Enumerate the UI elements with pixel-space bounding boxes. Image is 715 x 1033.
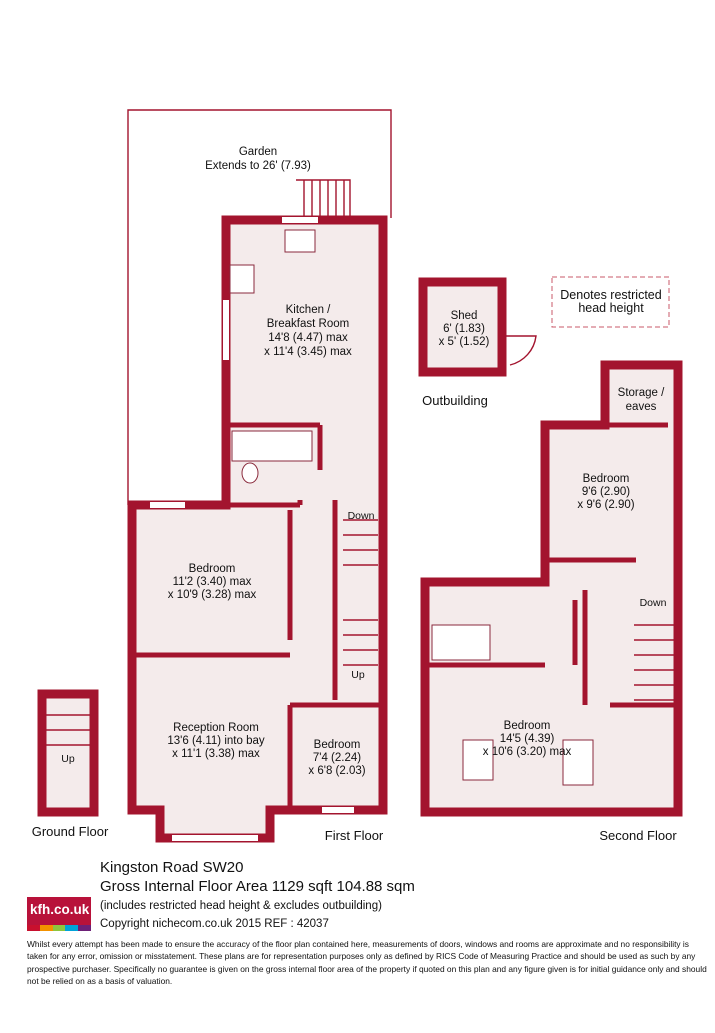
kitchen-label: Kitchen /: [286, 304, 332, 316]
bedroom-second-small-dims: 9'6 (2.90): [582, 486, 630, 498]
floor-plan: Garden Extends to 26' (7.93) Kitchen / B…: [32, 109, 683, 843]
stair-down-first: Down: [348, 510, 375, 522]
second-floor-partitions: [425, 422, 678, 708]
floor-label-outbuilding: Outbuilding: [422, 393, 488, 408]
address: Kingston Road SW20: [100, 859, 244, 876]
bedroom-second-small-dims-2: x 9'6 (2.90): [577, 499, 634, 511]
ground-floor-stairs: [46, 714, 90, 746]
ground-floor-walls: [37, 689, 99, 817]
floor-label-ground: Ground Floor: [32, 824, 109, 839]
logo-bar: [39, 925, 53, 931]
shed-dims-2: x 5' (1.52): [439, 336, 490, 348]
first-floor-stairs: [343, 519, 378, 666]
gross-internal-area: Gross Internal Floor Area 1129 sqft 104.…: [100, 878, 415, 895]
kfh-logo: kfh.co.uk: [27, 897, 91, 931]
logo-bar: [27, 925, 40, 931]
bedroom-second-large-dims: 14'5 (4.39): [500, 733, 555, 745]
bedroom-first-small-dims-2: x 6'8 (2.03): [308, 765, 365, 777]
shed-label: Shed: [451, 310, 478, 322]
storage-label: Storage /: [618, 387, 665, 399]
logo-bar: [65, 925, 79, 931]
logo-text: kfh.co.uk: [30, 902, 90, 917]
reception-dims-2: x 11'1 (3.38) max: [172, 748, 260, 760]
toilet: [241, 462, 259, 484]
storage-label-2: eaves: [626, 401, 657, 413]
legend-line-2: head height: [578, 301, 644, 315]
first-floor-windows: [150, 217, 354, 841]
stair-down-second: Down: [640, 597, 667, 609]
bath: [231, 430, 313, 462]
area-note: (includes restricted head height & exclu…: [100, 900, 382, 912]
shower: [431, 624, 491, 661]
bedroom-first-large-dims: 11'2 (3.40) max: [173, 576, 252, 588]
shed-door: [502, 335, 537, 366]
garden-steps: [296, 179, 351, 218]
bedroom-second-large-dims-2: x 10'6 (3.20) max: [483, 746, 572, 758]
stair-up-first: Up: [351, 669, 365, 681]
second-floor-stairs: [634, 624, 674, 701]
reception-dims: 13'6 (4.11) into bay: [167, 735, 264, 747]
legend-line-1: Denotes restricted: [560, 288, 661, 302]
kitchen-dims-2: x 11'4 (3.45) max: [264, 346, 352, 358]
shed-walls: [418, 277, 507, 377]
first-floor-partitions: [132, 422, 383, 810]
logo-bar: [52, 925, 66, 931]
garden-boundary: [127, 109, 392, 505]
skylight-right: [562, 739, 594, 786]
copyright: Copyright nichecom.co.uk 2015 REF : 4203…: [100, 918, 329, 930]
disclaimer: Whilst every attempt has been made to en…: [27, 939, 707, 986]
kitchen-hob: [229, 264, 255, 294]
second-floor-walls: [420, 360, 683, 817]
garden-label: Garden: [239, 146, 277, 158]
garden-dims: Extends to 26' (7.93): [205, 160, 311, 172]
kitchen-dims: 14'8 (4.47) max: [268, 332, 348, 344]
kitchen-label-2: Breakfast Room: [267, 318, 349, 330]
restricted-legend-box: [551, 276, 670, 328]
logo-bar: [78, 925, 91, 931]
bedroom-first-large-dims-2: x 10'9 (3.28) max: [168, 589, 257, 601]
bedroom-second-large-label: Bedroom: [504, 720, 551, 732]
floor-label-second: Second Floor: [599, 828, 677, 843]
kitchen-sink: [284, 229, 316, 253]
floor-label-first: First Floor: [325, 828, 384, 843]
logo-color-bars: [27, 925, 91, 931]
bedroom-first-large-label: Bedroom: [189, 563, 236, 575]
bedroom-first-small-label: Bedroom: [314, 739, 361, 751]
reception-label: Reception Room: [173, 722, 259, 734]
bedroom-second-small-label: Bedroom: [583, 473, 630, 485]
skylight-left: [462, 739, 494, 781]
bedroom-first-small-dims: 7'4 (2.24): [313, 752, 361, 764]
stair-up-ground: Up: [61, 753, 75, 765]
shed-dims: 6' (1.83): [443, 323, 485, 335]
